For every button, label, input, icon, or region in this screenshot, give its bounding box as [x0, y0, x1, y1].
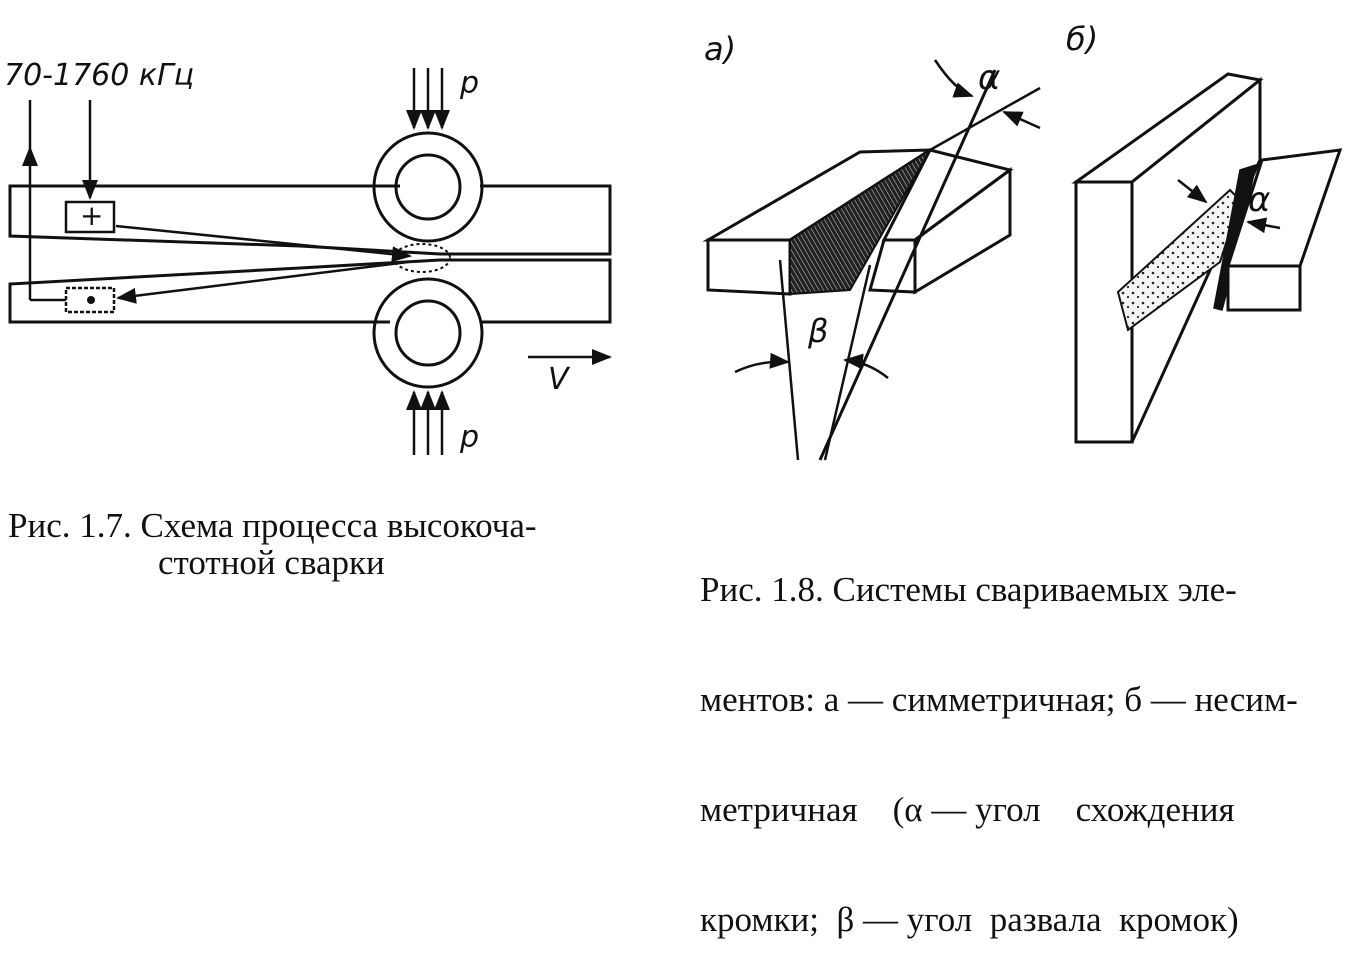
caption-fig-1-7: Рис. 1.7. Схема процесса высокоча- стотн…	[8, 506, 537, 582]
fig-1-7-schematic	[8, 68, 612, 455]
beta-arc-a-left	[734, 352, 790, 374]
fig-1-8a-drawing	[702, 59, 1041, 461]
velocity-label: V	[548, 362, 569, 397]
pressure-label-top: p	[460, 66, 480, 101]
top-roller-inner	[394, 153, 462, 221]
caption-1-8-line1: Рис. 1.8. Системы свариваемых эле-	[700, 569, 1237, 609]
contact-minus-dot	[87, 296, 95, 304]
current-arrow-bottom	[116, 260, 409, 304]
bevel-a-left	[789, 149, 931, 296]
alpha-label-b: α	[1248, 180, 1271, 220]
caption-1-8-line3: метричная (α — угол схождения	[700, 790, 1235, 829]
beta-label-a: β	[808, 312, 829, 350]
caption-1-8-line2: ментов: а — симметричная; б — несим-	[700, 679, 1298, 719]
alpha-arc-a	[933, 59, 974, 98]
bottom-roller-inner	[394, 299, 462, 367]
block-b-right-front	[1226, 264, 1302, 312]
plus-symbol: +	[80, 199, 104, 232]
bottom-roller-outer	[372, 277, 484, 389]
block-a-right-side	[913, 167, 1012, 295]
figure-page: 70-1760 кГц p p V + а) б) α β α Рис. 1.7…	[4, 20, 1343, 938]
diagram-canvas	[8, 59, 1343, 461]
top-roller-outer	[372, 131, 484, 243]
caption-1-8-line4: кромки; β — угол развала кромок)	[700, 900, 1239, 940]
panel-a-label: а)	[704, 30, 737, 68]
caption-1-7-line1: Рис. 1.7. Схема процесса высокоча-	[8, 506, 537, 545]
pressure-label-bottom: p	[460, 420, 480, 455]
alpha-arc-a2	[1002, 110, 1041, 130]
lower-strip	[8, 258, 441, 324]
alpha-arrow-b1	[1177, 179, 1208, 204]
alpha-label-a: α	[978, 58, 1001, 98]
caption-1-7-line2: стотной сварки	[158, 542, 385, 582]
weld-zone	[393, 243, 451, 273]
current-arrow-top	[115, 224, 412, 263]
panel-b-label: б)	[1066, 20, 1099, 58]
bevel-b	[1213, 163, 1258, 311]
alpha-arrow-b2	[1246, 217, 1281, 234]
upper-strip	[8, 184, 612, 256]
frequency-label: 70-1760 кГц	[4, 58, 195, 93]
block-a-left-front	[706, 238, 792, 296]
alpha-line-a2	[929, 86, 1041, 152]
alpha-line-a1	[818, 69, 997, 461]
beta-arc-a-right	[843, 353, 889, 379]
caption-fig-1-8: Рис. 1.8. Системы свариваемых эле- менто…	[700, 498, 1298, 976]
lower-strip-right	[440, 258, 612, 324]
fig-1-8b-drawing	[1071, 72, 1343, 444]
contact-plus	[64, 200, 116, 234]
